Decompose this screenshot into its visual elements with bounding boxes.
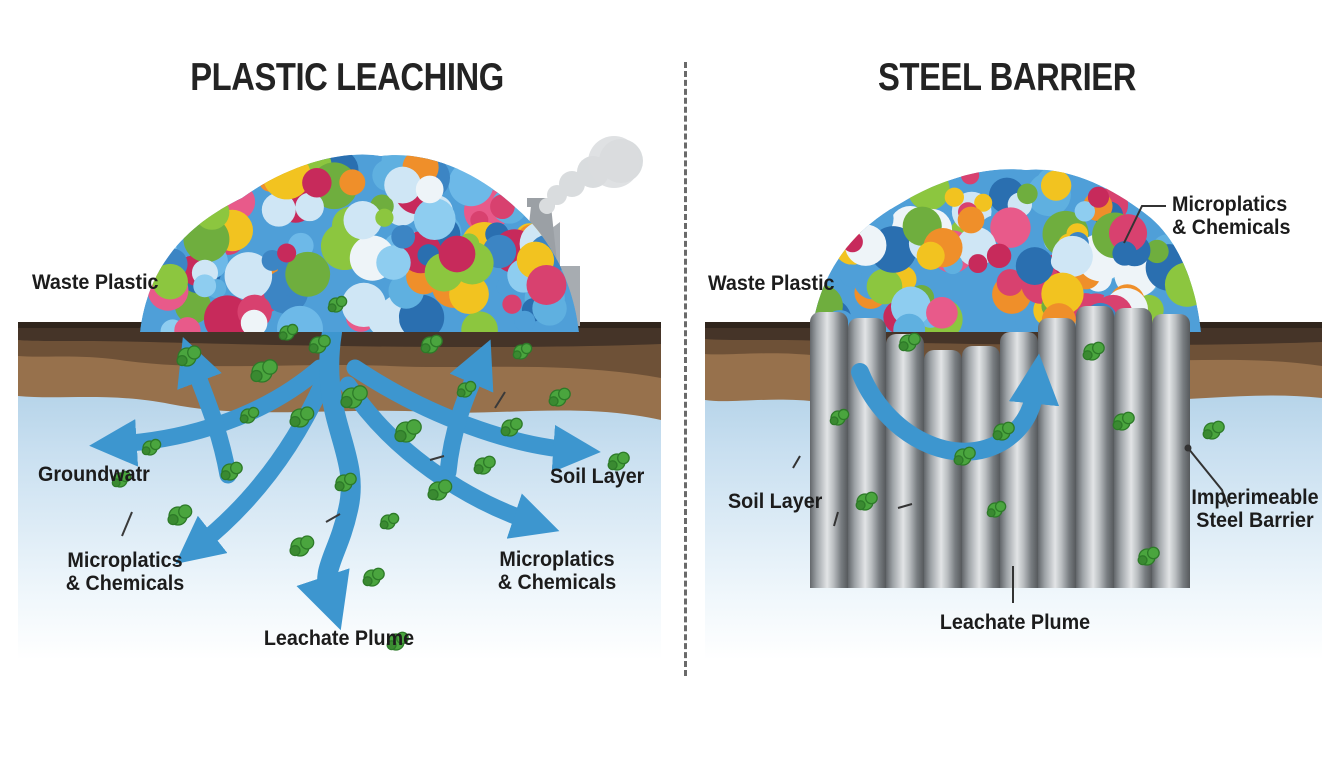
microplastics-label-right: Microplatics & Chemicals [1172,193,1290,239]
microplastics-line1: Microplatics [499,548,615,571]
tick-marks-left [121,391,506,537]
soil-layer-label-left: Soil Layer [550,465,645,488]
leachate-plume-label-left: Leachate Plume [263,627,415,650]
smoke-icon [539,136,643,214]
soil-layer-label-right: Soil Layer [728,490,823,513]
waste-pile-left [140,154,579,332]
groundwater-label: Groundwatr [38,463,150,486]
microplastics-line1: Microplatics [1172,193,1288,216]
left-panel-title: PLASTIC LEACHING [190,56,504,99]
microplastics-label-left-2: Microplatics & Chemicals [498,548,616,594]
leader-lines-right [792,205,1229,603]
waste-plastic-label-right: Waste Plastic [708,272,835,295]
microplastics-line2: & Chemicals [1172,216,1291,239]
contained-flow-arrow [851,353,1060,461]
microplastics-line1: Microplatics [67,549,183,572]
right-panel-title: STEEL BARRIER [878,56,1136,99]
microplastics-line2: & Chemicals [65,572,185,595]
leachate-plume-label-right: Leachate Plume [939,611,1091,634]
microplastics-line2: & Chemicals [497,571,617,594]
microplastic-blobs-right [829,332,1225,566]
panel-divider [684,62,687,676]
steel-barrier-label: Imperimeable Steel Barrier [1191,486,1318,532]
waste-plastic-label-left: Waste Plastic [32,271,159,294]
microplastic-blobs-left [111,295,630,651]
microplastics-label-left-1: Microplatics & Chemicals [66,549,184,595]
barrier-line1: Imperimeable [1191,486,1319,509]
barrier-line2: Steel Barrier [1196,509,1314,532]
